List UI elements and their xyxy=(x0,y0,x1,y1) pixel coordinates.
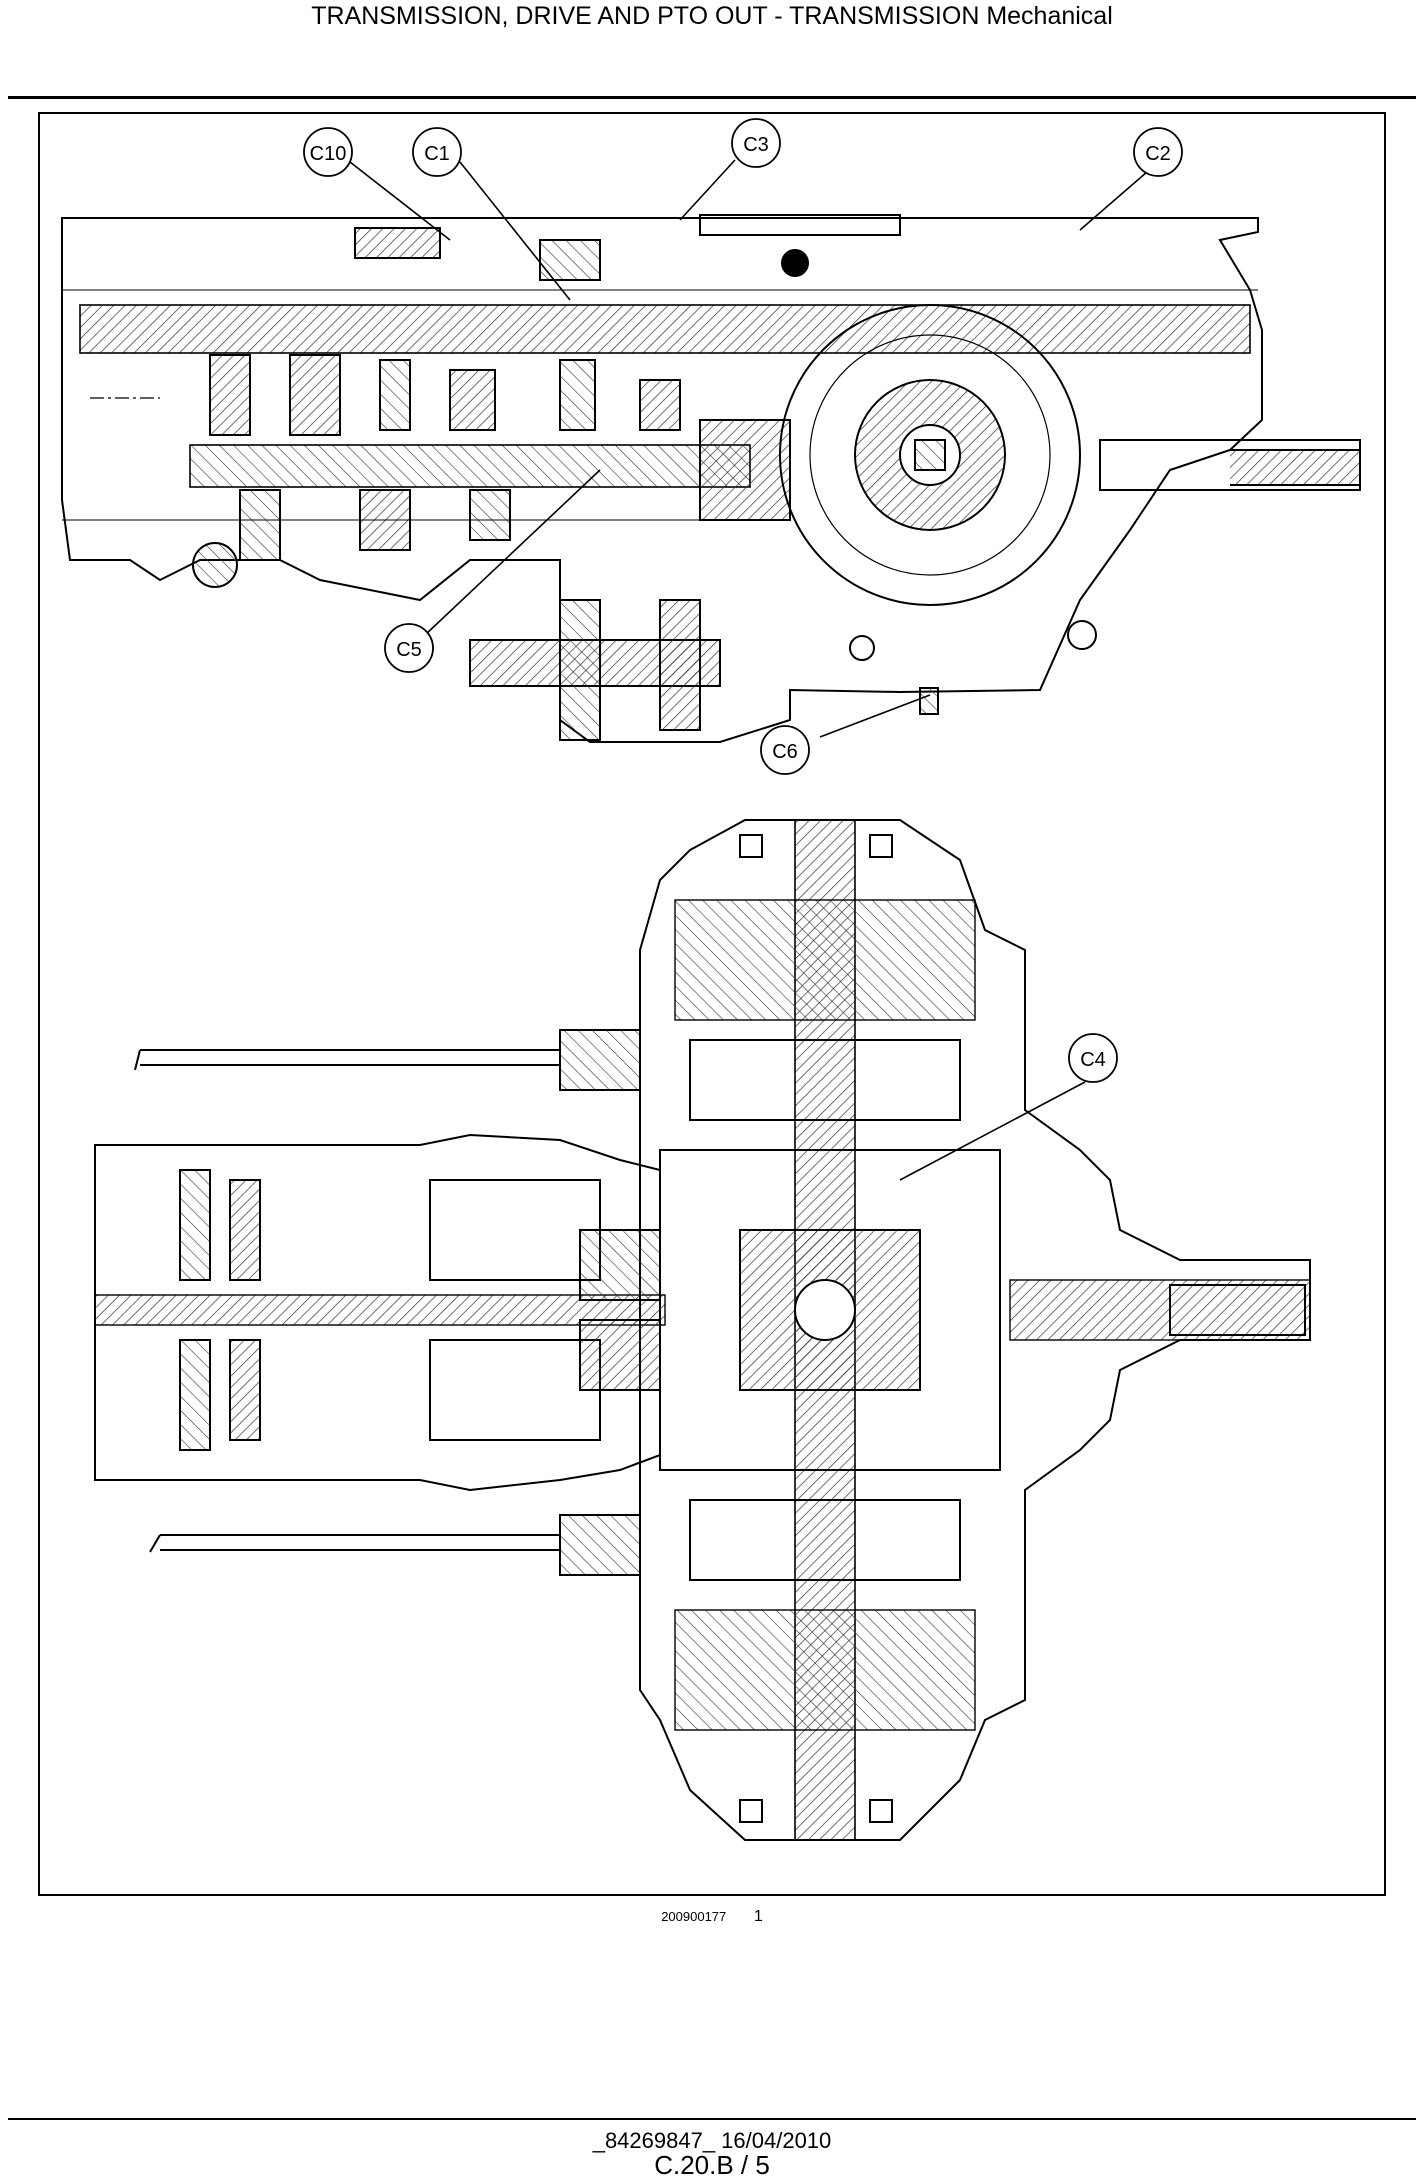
callout-c3-label: C3 xyxy=(743,134,769,156)
callout-leaders xyxy=(349,159,1156,1181)
callout-c5-circle xyxy=(384,623,434,673)
callout-c6-label: C6 xyxy=(772,741,798,763)
page-title: TRANSMISSION, DRIVE AND PTO OUT - TRANSM… xyxy=(311,2,1113,30)
footer-rule xyxy=(8,2118,1416,2120)
figure-caption: 200900177 1 xyxy=(0,1908,1424,1926)
callout-c10: C10 xyxy=(303,127,353,177)
callout-c2: C2 xyxy=(1133,127,1183,177)
callout-c4: C4 xyxy=(1068,1033,1118,1083)
lower-plan-view xyxy=(94,819,1311,1841)
header-rule xyxy=(8,96,1416,99)
callout-c1: C1 xyxy=(412,127,462,177)
callout-c2-label: C2 xyxy=(1145,143,1171,165)
image-code: 200900177 xyxy=(661,1909,727,1924)
callout-c1-circle xyxy=(412,127,462,177)
callout-c4-circle xyxy=(1068,1033,1118,1083)
callout-c5-label: C5 xyxy=(396,639,422,661)
callout-c6: C6 xyxy=(760,725,810,775)
upper-section-view xyxy=(61,214,1361,743)
footer-doc-ref: _84269847_ 16/04/2010 xyxy=(592,2128,832,2153)
page-header: TRANSMISSION, DRIVE AND PTO OUT - TRANSM… xyxy=(0,0,1424,40)
callout-c5: C5 xyxy=(384,623,434,673)
figure-frame xyxy=(38,112,1386,1896)
callout-c6-circle xyxy=(760,725,810,775)
callout-c2-circle xyxy=(1133,127,1183,177)
footer-page-ref: C.20.B / 5 xyxy=(654,2150,770,2180)
callout-c4-label: C4 xyxy=(1080,1049,1106,1071)
callout-c1-label: C1 xyxy=(424,143,450,165)
callout-c3-circle xyxy=(731,118,781,168)
callout-c3: C3 xyxy=(731,118,781,168)
callout-c10-label: C10 xyxy=(310,143,347,165)
callout-c10-circle xyxy=(303,127,353,177)
figure-number: 1 xyxy=(753,1908,763,1925)
